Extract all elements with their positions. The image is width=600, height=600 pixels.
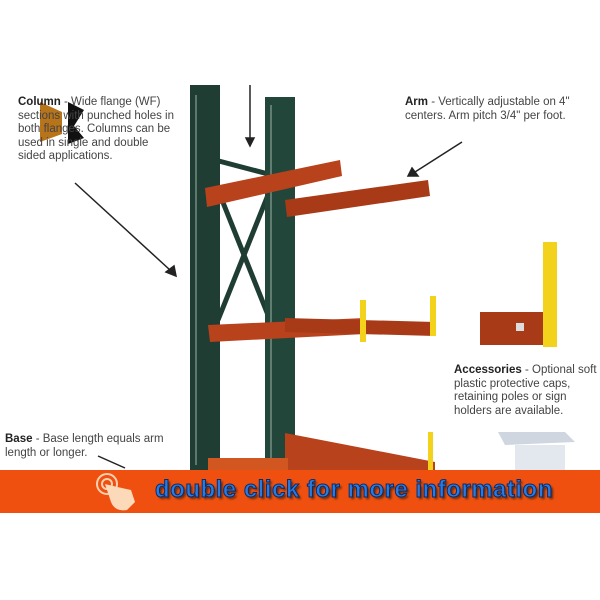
arm-upper-right xyxy=(285,180,430,217)
accessories-annotation: Accessories - Optional soft plastic prot… xyxy=(454,364,597,417)
column-annotation: Column - Wide flange (WF) sections with … xyxy=(18,96,174,162)
accessories-image xyxy=(480,242,575,470)
base-left xyxy=(208,458,288,470)
base-right xyxy=(285,433,435,470)
hand-pointer-icon xyxy=(96,473,135,511)
column-right xyxy=(265,97,295,470)
retaining-pole xyxy=(360,300,366,342)
pointer-arrows xyxy=(74,85,463,469)
arm-annotation: Arm - Vertically adjustable on 4" center… xyxy=(405,96,570,122)
column-left xyxy=(190,85,220,470)
watermark-logo xyxy=(18,100,138,170)
base-annotation: Base - Base length equals arm length or … xyxy=(5,433,164,459)
retaining-pole xyxy=(428,432,433,470)
cross-bracing xyxy=(214,157,273,321)
more-info-banner[interactable]: double click for more information xyxy=(0,470,600,513)
arm-upper-left xyxy=(205,160,342,207)
banner-label[interactable]: double click for more information xyxy=(155,476,553,504)
retaining-pole xyxy=(430,296,436,336)
logo-mark-icon xyxy=(40,102,84,144)
